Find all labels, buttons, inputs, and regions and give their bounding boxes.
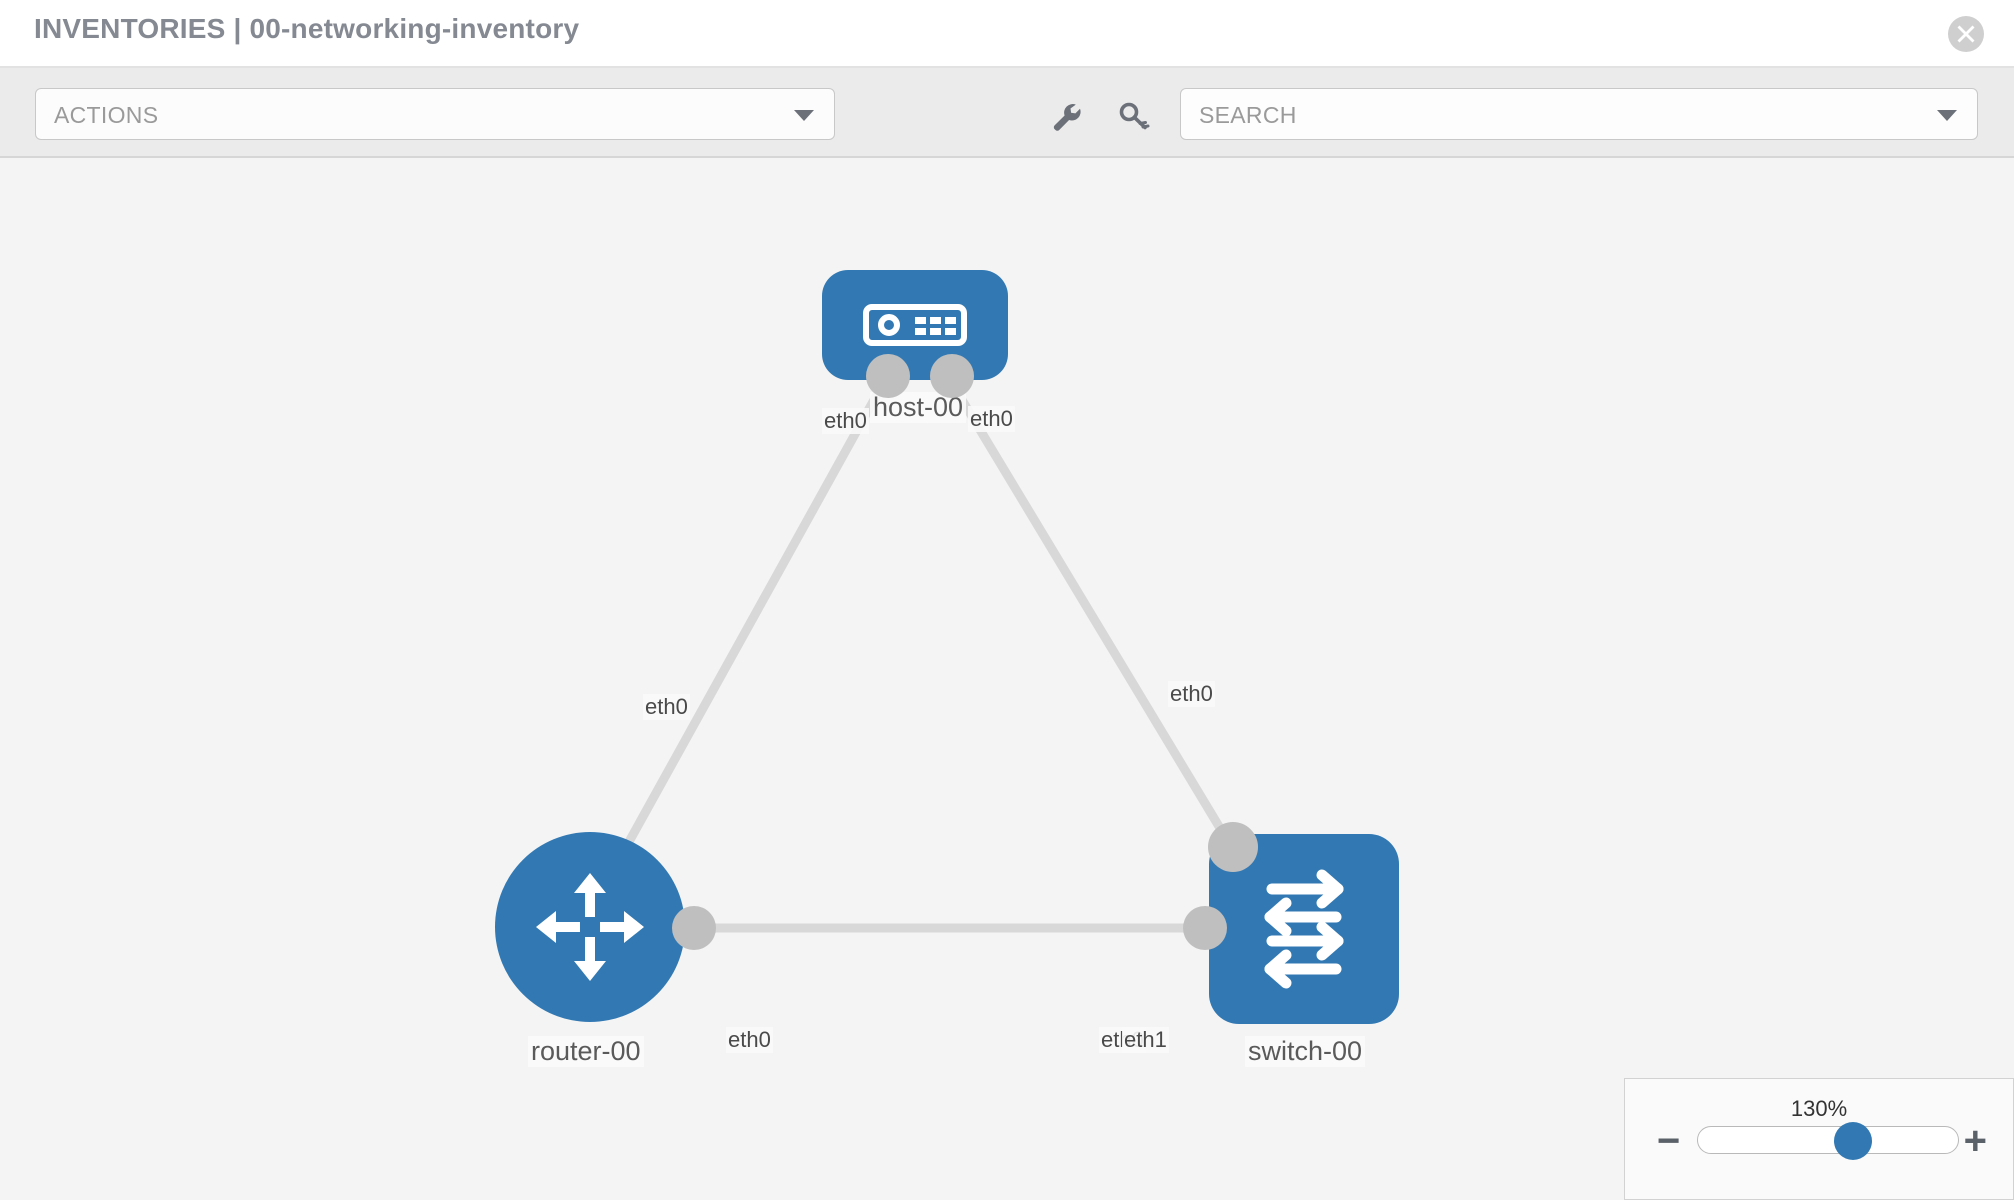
nub-host-left — [866, 354, 910, 398]
wrench-icon[interactable] — [1046, 96, 1086, 136]
nub-router-right — [672, 906, 716, 950]
nub-switch-left — [1183, 906, 1227, 950]
zoom-control-panel: 130% − + — [1624, 1078, 2014, 1200]
minus-icon[interactable]: − — [1657, 1119, 1681, 1163]
zoom-level-value: 130% — [1790, 1096, 1848, 1121]
nub-host-right — [930, 354, 974, 398]
link-host-router — [615, 375, 890, 863]
actions-dropdown[interactable]: ACTIONS — [35, 88, 835, 140]
node-router-00-shape[interactable] — [495, 832, 685, 1022]
router-arrows-icon — [536, 873, 644, 981]
server-icon — [863, 304, 967, 346]
chevron-down-icon[interactable] — [1937, 110, 1957, 121]
page-title: INVENTORIES | 00-networking-inventory — [34, 13, 580, 44]
topology-canvas[interactable]: host-00 router-00 — [0, 158, 2014, 1200]
toolbar: ACTIONS SEARCH — [0, 68, 2014, 158]
chevron-down-icon — [794, 110, 814, 121]
topology-links — [615, 375, 1237, 933]
switch-arrows-icon — [1264, 869, 1344, 989]
interface-label-host-right: eth0 — [968, 406, 1015, 432]
key-icon[interactable] — [1114, 96, 1154, 136]
node-host-00[interactable] — [822, 270, 1008, 380]
interface-label-switch-left: eth1 — [1122, 1027, 1169, 1053]
node-router-00[interactable] — [495, 832, 685, 1022]
plus-icon[interactable]: + — [1963, 1119, 1987, 1163]
page-header: INVENTORIES | 00-networking-inventory — [0, 0, 2014, 68]
interface-label-host-left: eth0 — [822, 408, 869, 434]
nub-switch-top — [1208, 822, 1258, 872]
link-host-switch — [945, 375, 1237, 853]
zoom-slider-thumb[interactable] — [1834, 1122, 1872, 1160]
node-host-00-shape[interactable] — [822, 270, 1008, 380]
node-switch-00-label: switch-00 — [1245, 1036, 1366, 1067]
actions-dropdown-label: ACTIONS — [54, 102, 159, 128]
interface-label-router-right: eth0 — [726, 1027, 773, 1053]
search-input[interactable]: SEARCH — [1180, 88, 1978, 140]
search-placeholder: SEARCH — [1199, 102, 1297, 128]
interface-label-router-up: eth0 — [643, 694, 690, 720]
close-icon[interactable] — [1948, 16, 1984, 52]
node-router-00-label: router-00 — [528, 1036, 644, 1067]
zoom-slider[interactable] — [1697, 1122, 1959, 1160]
interface-label-switch-up: eth0 — [1168, 681, 1215, 707]
